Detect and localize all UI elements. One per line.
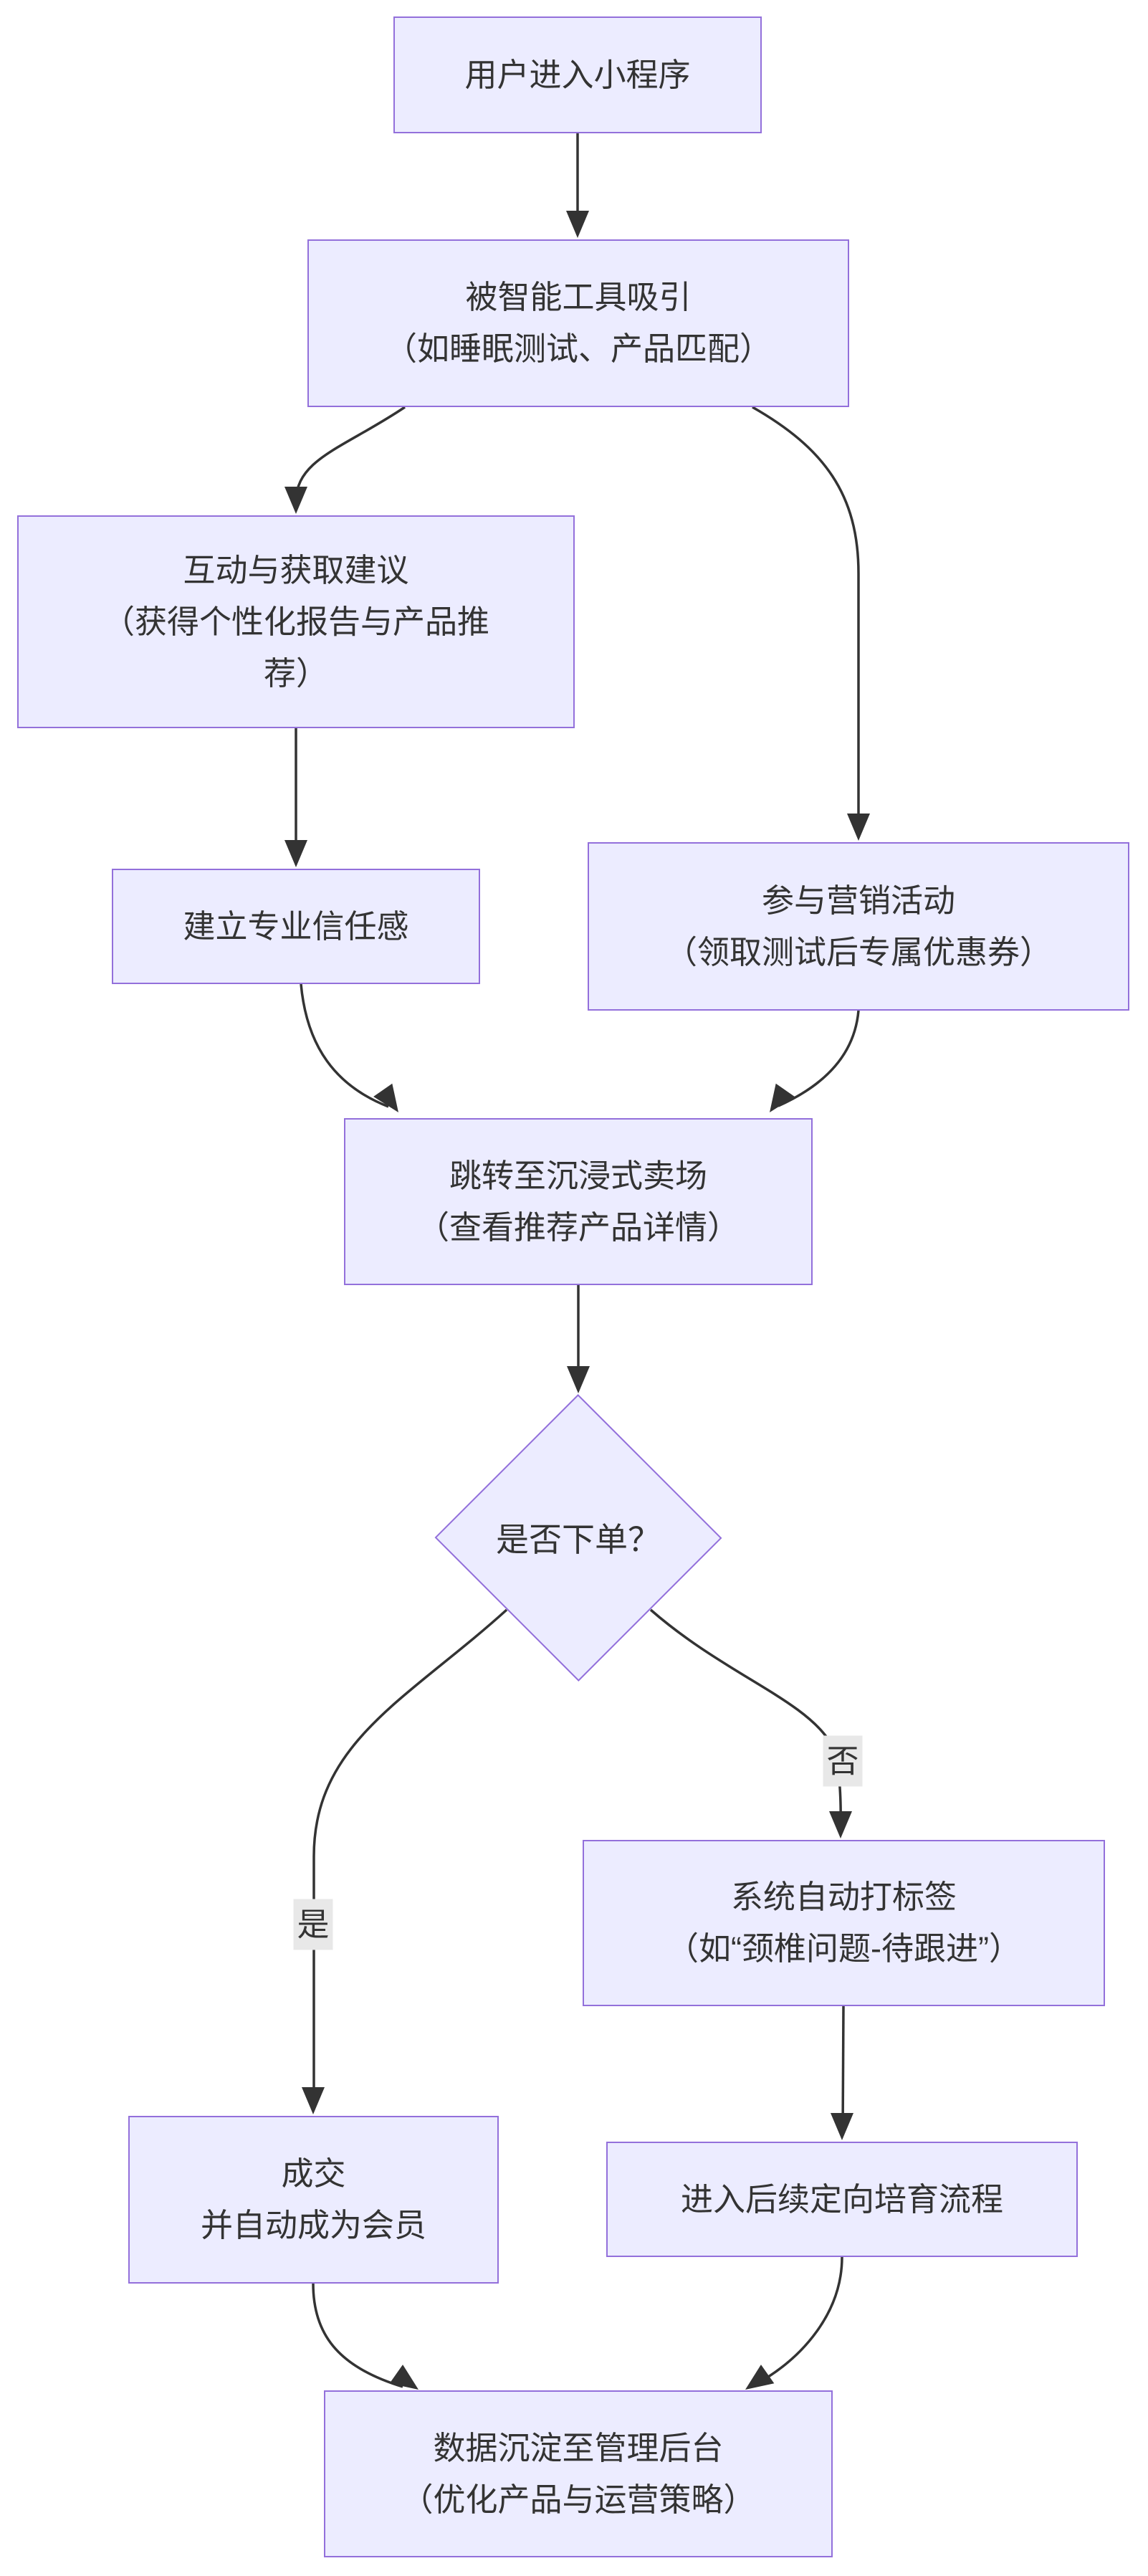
node-join-marketing-activity: 参与营销活动 （领取测试后专属优惠券） bbox=[588, 842, 1129, 1011]
node-data-to-admin-backend: 数据沉淀至管理后台 （优化产品与运营策略） bbox=[324, 2390, 833, 2557]
arrowhead-into-decision bbox=[567, 1366, 590, 1393]
node-label-line: 用户进入小程序 bbox=[464, 56, 691, 93]
node-label-line: （查看推荐产品详情） bbox=[416, 1208, 740, 1246]
arrowhead-into-deal bbox=[302, 2087, 325, 2114]
node-label-line: 并自动成为会员 bbox=[200, 2207, 426, 2243]
node-label-line: （优化产品与运营策略） bbox=[401, 2481, 756, 2518]
node-label-line: 进入后续定向培育流程 bbox=[680, 2180, 1003, 2218]
arrowhead-into-trust bbox=[284, 840, 307, 867]
node-attracted-by-smart-tools: 被智能工具吸引 （如睡眠测试、产品匹配） bbox=[307, 239, 849, 407]
arrowhead-into-interact bbox=[284, 487, 307, 514]
edge-decision-to-tagging bbox=[649, 1608, 842, 1833]
arrowhead-into-nurture bbox=[831, 2113, 853, 2140]
node-label-line: 数据沉淀至管理后台 bbox=[433, 2429, 724, 2466]
node-user-enter-miniprogram: 用户进入小程序 bbox=[393, 16, 762, 133]
edge-attract-to-interact bbox=[295, 406, 406, 502]
node-label-line: 建立专业信任感 bbox=[183, 907, 409, 945]
arrowhead-into-attract bbox=[566, 211, 589, 238]
edge-attract-to-marketing bbox=[752, 406, 860, 834]
edge-nurture-to-backend bbox=[753, 2256, 843, 2387]
node-targeted-nurturing-flow: 进入后续定向培育流程 bbox=[606, 2142, 1078, 2257]
node-label-line: 互动与获取建议 bbox=[183, 551, 409, 588]
node-label-line: （如睡眠测试、产品匹配） bbox=[384, 330, 772, 367]
arrowhead-into-store-left bbox=[373, 1083, 398, 1112]
node-system-auto-tagging: 系统自动打标签 （如“颈椎问题-待跟进”） bbox=[583, 1840, 1105, 2006]
arrowhead-into-marketing bbox=[847, 814, 870, 841]
arrowhead-into-store-right bbox=[770, 1083, 795, 1112]
edge-trust-to-store bbox=[300, 983, 389, 1108]
edge-marketing-to-store bbox=[778, 1010, 860, 1107]
edge-deal-to-backend bbox=[312, 2283, 403, 2388]
node-label-line: （领取测试后专属优惠券） bbox=[664, 933, 1052, 970]
node-label-line: 成交 bbox=[281, 2155, 346, 2192]
arrowhead-into-backend-right bbox=[745, 2365, 775, 2390]
node-label-line: 参与营销活动 bbox=[761, 882, 955, 919]
node-label-line: 荐） bbox=[263, 654, 328, 692]
arrowhead-into-backend-left bbox=[389, 2365, 418, 2390]
node-interact-get-advice: 互动与获取建议 （获得个性化报告与产品推 荐） bbox=[17, 515, 575, 728]
edge-decision-to-deal bbox=[312, 1608, 508, 2107]
node-build-professional-trust: 建立专业信任感 bbox=[112, 869, 480, 984]
node-label-line: 跳转至沉浸式卖场 bbox=[449, 1157, 707, 1194]
edge-label-no: 否 bbox=[823, 1735, 863, 1787]
node-jump-to-immersive-store: 跳转至沉浸式卖场 （查看推荐产品详情） bbox=[344, 1118, 813, 1285]
edge-label-yes: 是 bbox=[293, 1899, 333, 1950]
node-label-line: 系统自动打标签 bbox=[730, 1879, 957, 1915]
node-deal-become-member: 成交 并自动成为会员 bbox=[128, 2116, 499, 2284]
node-label-line: 被智能工具吸引 bbox=[465, 279, 692, 315]
node-label-line: （获得个性化报告与产品推 bbox=[102, 603, 489, 640]
node-decision-place-order: 是否下单？ bbox=[496, 1521, 661, 1558]
arrowhead-into-tagging bbox=[829, 1811, 852, 1838]
node-label-line: （如“颈椎问题-待跟进”） bbox=[666, 1930, 1021, 1967]
